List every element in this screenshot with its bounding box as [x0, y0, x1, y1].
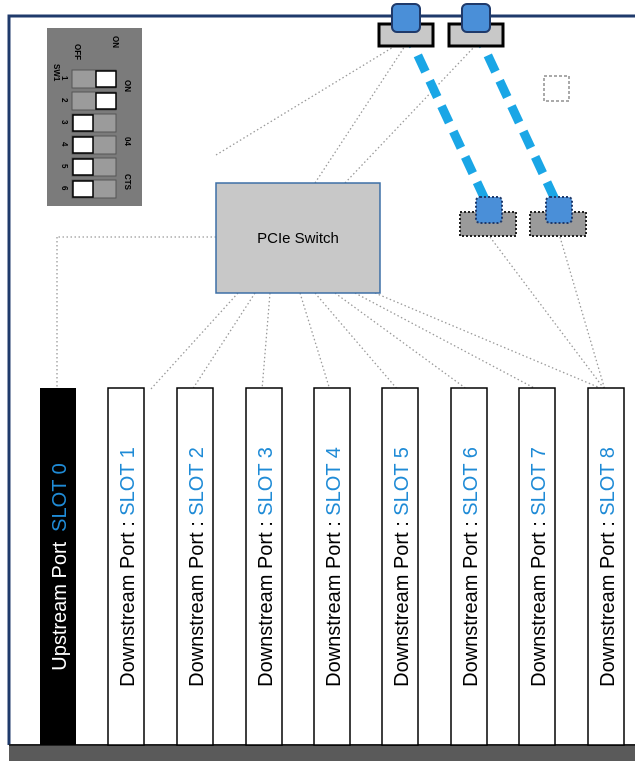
board-bottom-bar: [9, 745, 635, 761]
pcie-switch: [215, 182, 381, 294]
lower-connector-2: [529, 196, 587, 237]
lower-connector-1: [459, 196, 517, 237]
downstream-slot-body: [587, 387, 625, 746]
downstream-port-label: Downstream Port :: [528, 516, 550, 687]
svg-text:Downstream Port : SLOT 2: Downstream Port : SLOT 2: [186, 447, 208, 687]
dip-switch-name: SW1: [52, 64, 61, 82]
dip-header-off: OFF: [73, 44, 82, 60]
dip-position-label: 1: [60, 76, 69, 81]
pcie-switch-label: PCIe Switch: [257, 230, 339, 247]
downstream-slot-label: SLOT 3: [255, 447, 277, 516]
downstream-slot: Downstream Port : SLOT 8: [587, 387, 625, 746]
dip-switch: OFF ON SW1 1 2 3 4 5 6 ON 04 CTS: [47, 28, 142, 206]
svg-text:Downstream Port : SLOT 3: Downstream Port : SLOT 3: [255, 447, 277, 687]
top-connector-1: [377, 3, 435, 48]
downstream-slot: Downstream Port : SLOT 2: [176, 387, 214, 746]
dip-knob: [72, 158, 94, 176]
dip-position-label: 3: [60, 120, 69, 125]
downstream-slot-body: [381, 387, 419, 746]
downstream-slot-label: SLOT 7: [528, 447, 550, 516]
dip-function-label-1: ON: [123, 80, 132, 92]
downstream-slot-body: [313, 387, 351, 746]
upstream-port-label: Upstream Port: [49, 541, 71, 670]
dip-function-label-3: CTS: [123, 174, 132, 191]
dip-knob: [72, 114, 94, 132]
downstream-port-label: Downstream Port :: [323, 516, 345, 687]
downstream-slot-label: SLOT 6: [460, 447, 482, 516]
downstream-slot: Downstream Port : SLOT 1: [107, 387, 145, 746]
svg-text:Downstream Port : SLOT 6: Downstream Port : SLOT 6: [460, 447, 482, 687]
svg-text:Upstream PortSLOT 0: Upstream Port SLOT 0: [49, 463, 71, 671]
downstream-slot-label: SLOT 5: [391, 447, 413, 516]
downstream-port-label: Downstream Port :: [460, 516, 482, 687]
downstream-slot-label: SLOT 4: [323, 447, 345, 516]
dip-position-label: 5: [60, 164, 69, 169]
svg-text:Downstream Port : SLOT 4: Downstream Port : SLOT 4: [323, 447, 345, 687]
downstream-slot: Downstream Port : SLOT 5: [381, 387, 419, 746]
dip-function-label-2: 04: [123, 137, 132, 146]
dip-position-label: 4: [60, 142, 69, 147]
board-outline: [7, 14, 635, 745]
downstream-slot: Downstream Port : SLOT 7: [518, 387, 556, 746]
downstream-port-label: Downstream Port :: [186, 516, 208, 687]
downstream-port-label: Downstream Port :: [255, 516, 277, 687]
svg-text:Downstream Port : SLOT 1: Downstream Port : SLOT 1: [117, 447, 139, 687]
dip-position-labels: 1 2 3 4 5 6: [60, 76, 69, 191]
dip-switch-rows: [71, 69, 117, 199]
svg-text:Downstream Port : SLOT 7: Downstream Port : SLOT 7: [528, 447, 550, 687]
dip-knob: [72, 136, 94, 154]
downstream-slot-body: [518, 387, 556, 746]
downstream-port-label: Downstream Port :: [391, 516, 413, 687]
downstream-slot: Downstream Port : SLOT 6: [450, 387, 488, 746]
dip-position-label: 2: [60, 98, 69, 103]
downstream-slot-body: [176, 387, 214, 746]
downstream-slot-body: [107, 387, 145, 746]
downstream-slot-label: SLOT 1: [117, 447, 139, 516]
wires: [56, 45, 606, 391]
downstream-slot-label: SLOT 8: [597, 447, 619, 516]
dip-knob: [95, 92, 117, 110]
downstream-port-label: Downstream Port :: [597, 516, 619, 687]
dip-position-label: 6: [60, 186, 69, 191]
cables: [401, 28, 564, 210]
top-connector-2: [447, 3, 505, 48]
dip-knob: [95, 70, 117, 88]
dip-header-on: ON: [111, 36, 120, 48]
empty-placeholder: [543, 75, 570, 102]
downstream-slot-label: SLOT 2: [186, 447, 208, 516]
downstream-slot: Downstream Port : SLOT 3: [245, 387, 283, 746]
downstream-slot-body: [450, 387, 488, 746]
dip-knob: [72, 180, 94, 198]
downstream-slot-body: [245, 387, 283, 746]
downstream-port-label: Downstream Port :: [117, 516, 139, 687]
upstream-slot: Upstream Port SLOT 0: [40, 388, 76, 745]
svg-text:Downstream Port : SLOT 5: Downstream Port : SLOT 5: [391, 447, 413, 687]
downstream-slot: Downstream Port : SLOT 4: [313, 387, 351, 746]
svg-text:Downstream Port : SLOT 8: Downstream Port : SLOT 8: [597, 447, 619, 687]
upstream-slot-label: SLOT 0: [49, 463, 71, 532]
